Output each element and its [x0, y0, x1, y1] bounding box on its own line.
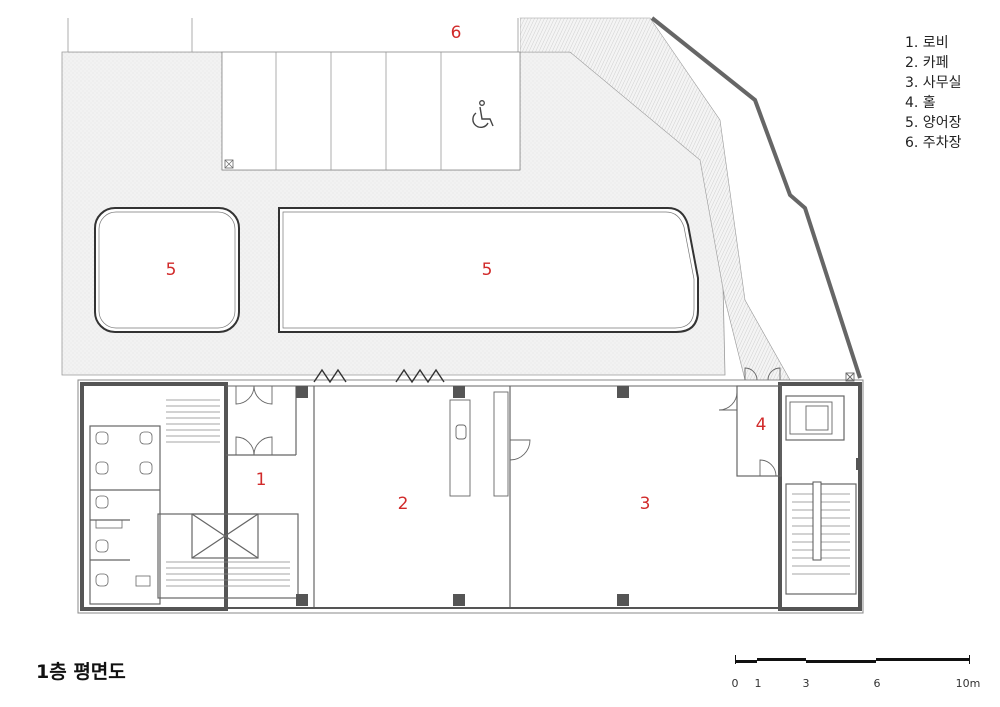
scale-tick-label: 1	[754, 677, 762, 690]
legend-item: 4. 홀	[905, 95, 936, 111]
fish-farm-right	[278, 207, 699, 333]
scale-bar	[735, 655, 970, 664]
elevator	[789, 372, 855, 435]
legend-item: 5. 양어장	[905, 115, 962, 131]
zone-label-cafe: 2	[398, 494, 409, 514]
zone-label-hall: 4	[756, 415, 767, 435]
scale-tick-label: 6	[873, 677, 881, 690]
legend-item: 3. 사무실	[905, 75, 962, 91]
parking-area	[67, 18, 521, 171]
stairs	[166, 399, 850, 587]
folding-doors	[313, 368, 445, 384]
columns	[296, 386, 862, 606]
zone-label-fish-farm-left: 5	[166, 260, 177, 280]
building	[77, 379, 864, 614]
wheelchair-icon	[472, 100, 494, 129]
legend-item: 2. 카페	[905, 55, 949, 71]
legend: 1. 로비 2. 카페 3. 사무실 4. 홀 5. 양어장 6. 주차장	[905, 33, 961, 153]
cafe-counter	[449, 391, 509, 497]
zone-label-office: 3	[640, 494, 651, 514]
fish-farm-left	[94, 207, 240, 333]
restroom-fixtures	[95, 431, 153, 587]
scale-tick-label: 10m	[955, 677, 981, 690]
legend-item: 6. 주차장	[905, 135, 962, 151]
plan-title: 1층 평면도	[36, 661, 126, 683]
scale-tick-label: 0	[731, 677, 739, 690]
site-boundary	[650, 16, 862, 379]
scale-tick-label: 3	[802, 677, 810, 690]
doors	[235, 367, 781, 477]
legend-item: 1. 로비	[905, 35, 949, 51]
zone-label-fish-farm-right: 5	[482, 260, 493, 280]
zone-label-lobby: 1	[256, 470, 267, 490]
zone-label-parking: 6	[451, 23, 462, 43]
